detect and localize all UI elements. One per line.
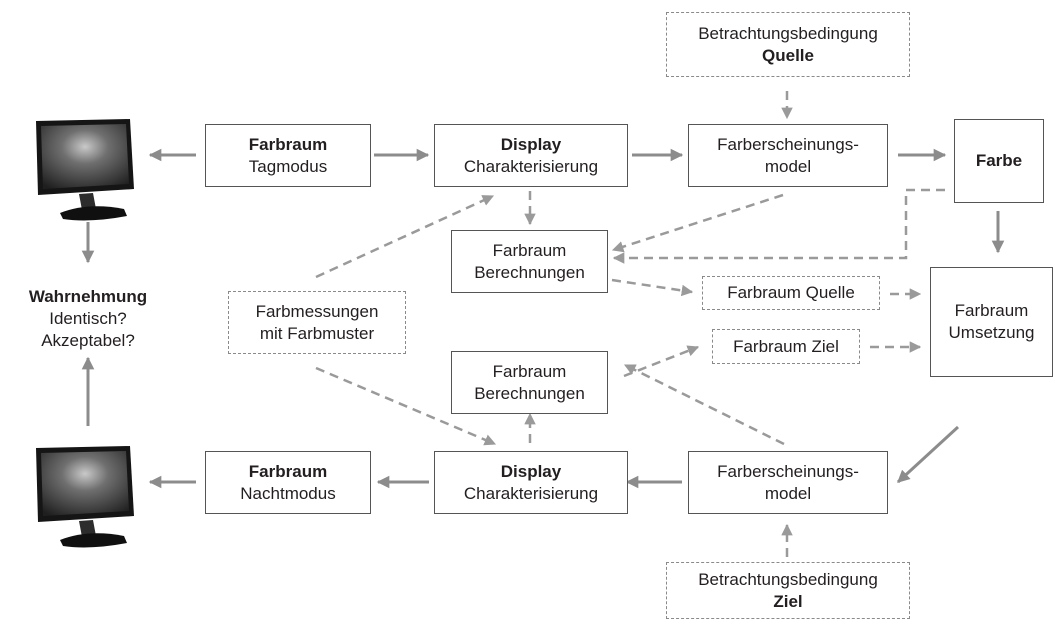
conversion-line1: Farbraum bbox=[954, 301, 1029, 320]
conversion-line2: Umsetzung bbox=[948, 323, 1035, 342]
color-space-day-title: Farbraum bbox=[248, 134, 328, 154]
color-space-night-subtitle: Nachtmodus bbox=[240, 483, 336, 503]
perception-label: Wahrnehmung Identisch? Akzeptabel? bbox=[2, 286, 174, 352]
monitor-icon bbox=[36, 446, 134, 548]
appearance-bottom-line2: model bbox=[764, 483, 812, 503]
arrow-calculations-to-target-space bbox=[623, 345, 700, 378]
color-measurements-box: Farbmessungen mit Farbmuster bbox=[228, 291, 406, 354]
display-bottom-subtitle: Charakterisierung bbox=[463, 483, 599, 503]
color-space-target-box: Farbraum Ziel bbox=[712, 329, 860, 364]
arrow-color-to-calculations-top bbox=[612, 188, 945, 264]
color-space-night-box: Farbraum Nachtmodus bbox=[205, 451, 371, 514]
color-space-source-box: Farbraum Quelle bbox=[702, 276, 880, 310]
measurements-line1: Farbmessungen bbox=[255, 301, 379, 321]
appearance-top-line1: Farberscheinungs- bbox=[717, 134, 859, 154]
display-top-subtitle: Charakterisierung bbox=[463, 156, 599, 176]
appearance-top-line2: model bbox=[764, 156, 812, 176]
color-space-conversion-box: Farbraum Umsetzung bbox=[930, 267, 1053, 377]
calculations-bottom-line2: Berechnungen bbox=[474, 383, 585, 403]
appearance-bottom-line1: Farberscheinungs- bbox=[717, 461, 859, 481]
perception-q2: Akzeptabel? bbox=[41, 331, 135, 350]
measurements-line2: mit Farbmuster bbox=[259, 323, 375, 343]
arrow-appearance-to-calculations-top bbox=[611, 193, 784, 253]
calculations-top-line2: Berechnungen bbox=[474, 262, 585, 282]
color-space-calculations-top-box: Farbraum Berechnungen bbox=[451, 230, 608, 293]
display-bottom-title: Display bbox=[500, 461, 562, 481]
viewing-source-line2: Quelle bbox=[762, 45, 814, 65]
color-space-calculations-bottom-box: Farbraum Berechnungen bbox=[451, 351, 608, 414]
display-characterization-bottom-box: Display Charakterisierung bbox=[434, 451, 628, 514]
display-characterization-top-box: Display Charakterisierung bbox=[434, 124, 628, 187]
arrow-measurements-to-display-bottom bbox=[315, 366, 497, 446]
calculations-top-line1: Farbraum bbox=[492, 240, 567, 260]
arrow-measurements-to-display-top bbox=[315, 194, 495, 279]
target-space-label: Farbraum Ziel bbox=[733, 336, 839, 356]
appearance-model-bottom-box: Farberscheinungs- model bbox=[688, 451, 888, 514]
source-space-label: Farbraum Quelle bbox=[727, 283, 855, 302]
arrow-calculations-to-source-space bbox=[611, 278, 694, 297]
color-space-day-subtitle: Tagmodus bbox=[248, 156, 328, 176]
viewing-condition-target-box: Betrachtungsbedingung Ziel bbox=[666, 562, 910, 619]
viewing-condition-source-box: Betrachtungsbedingung Quelle bbox=[666, 12, 910, 77]
perception-q1: Identisch? bbox=[49, 309, 127, 328]
arrow-appearance-to-calculations-bottom bbox=[623, 363, 785, 446]
color-title: Farbe bbox=[975, 151, 1023, 170]
color-space-day-box: Farbraum Tagmodus bbox=[205, 124, 371, 187]
color-space-night-title: Farbraum bbox=[248, 461, 328, 481]
display-top-title: Display bbox=[500, 134, 562, 154]
color-box: Farbe bbox=[954, 119, 1044, 203]
calculations-bottom-line1: Farbraum bbox=[492, 361, 567, 381]
arrow-conversion-to-appearance bbox=[896, 425, 960, 484]
appearance-model-top-box: Farberscheinungs- model bbox=[688, 124, 888, 187]
monitor-icon bbox=[36, 119, 134, 221]
viewing-target-line2: Ziel bbox=[773, 591, 803, 611]
perception-title: Wahrnehmung bbox=[28, 287, 148, 306]
viewing-target-line1: Betrachtungsbedingung bbox=[698, 569, 878, 589]
viewing-source-line1: Betrachtungsbedingung bbox=[698, 23, 878, 43]
